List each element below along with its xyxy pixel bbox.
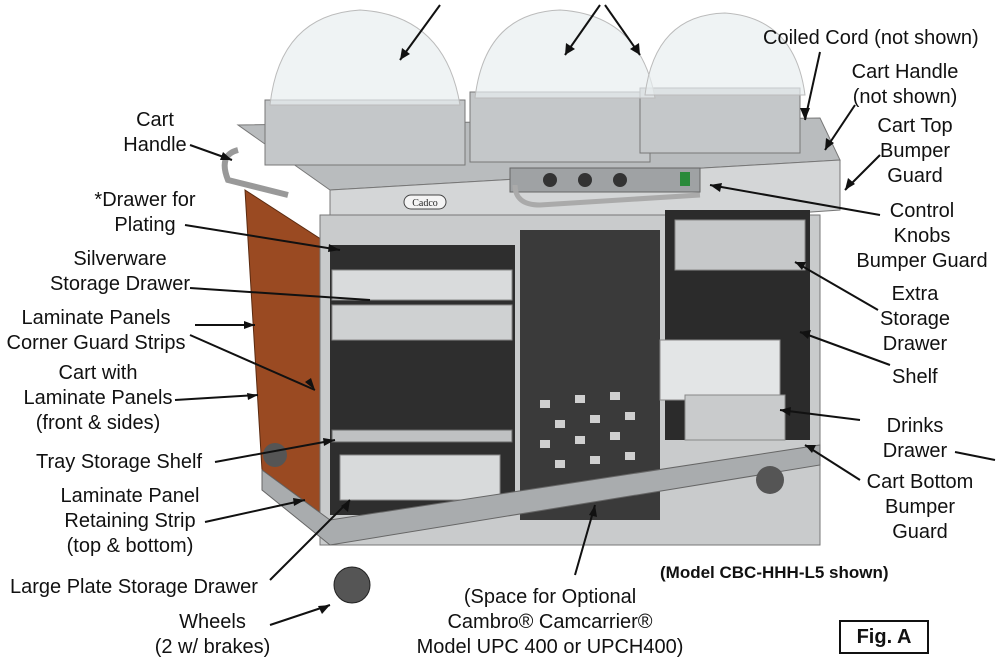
wheel-front-right [756, 466, 784, 494]
label-control-knobs-line1: Control [889, 200, 955, 222]
drinks-bin [659, 339, 781, 401]
label-laminate-panels: Laminate Panels Corner Guard Strips [0, 306, 192, 356]
label-cart-laminate-line3: (front & sides) [35, 412, 161, 434]
silverware-drawer [331, 269, 513, 301]
callout-arrowheads [220, 43, 855, 614]
food-pan-3 [639, 87, 801, 154]
plating-drawer [331, 304, 513, 341]
label-wheels-line2: (2 w/ brakes) [154, 636, 271, 658]
brand-badge [403, 194, 447, 210]
label-drawer-plating: *Drawer for Plating [80, 188, 210, 238]
extra-storage-drawer [674, 219, 806, 271]
label-laminate-panels-line2: Corner Guard Strips [6, 332, 186, 354]
label-cart-laminate-line1: Cart with [58, 362, 138, 384]
label-silverware-line2: Storage Drawer [49, 273, 191, 295]
control-knob-3 [613, 173, 627, 187]
label-cart-top-bumper-line2: Bumper [879, 140, 951, 162]
tray-shelf [331, 429, 513, 443]
label-retaining-strip: Laminate Panel Retaining Strip (top & bo… [55, 484, 205, 559]
label-drinks-drawer-line1: Drinks [886, 415, 944, 437]
label-cart-handle-left-line2: Handle [123, 134, 187, 156]
label-large-plate: Large Plate Storage Drawer [10, 576, 258, 598]
label-drawer-plating-line1: *Drawer for [94, 189, 196, 211]
control-knob-1 [543, 173, 557, 187]
dome-3 [644, 12, 806, 96]
label-extra-storage-line1: Extra [891, 283, 939, 305]
label-optional-space-line1: (Space for Optional [463, 586, 637, 608]
label-cart-bottom-bumper-line1: Cart Bottom [866, 471, 974, 493]
label-control-knobs-line3: Bumper Guard [856, 250, 988, 272]
control-knob-2 [578, 173, 592, 187]
label-cart-handle-right-line2: (not shown) [852, 86, 958, 108]
label-cart-top-bumper: Cart Top Bumper Guard [860, 114, 970, 189]
label-cart-laminate: Cart with Laminate Panels (front & sides… [18, 361, 178, 436]
wheel-rear-left [263, 443, 287, 467]
label-wheels: Wheels (2 w/ brakes) [150, 610, 275, 660]
label-control-knobs: Control Knobs Bumper Guard [852, 199, 992, 274]
label-optional-space: (Space for Optional Cambro® Camcarrier® … [395, 585, 705, 660]
control-panel [509, 167, 701, 193]
front-handle [512, 184, 701, 208]
label-coiled-cord: Coiled Cord (not shown) [763, 27, 979, 49]
label-cart-top-bumper-line1: Cart Top [877, 115, 953, 137]
label-extra-storage-line3: Drawer [882, 333, 948, 355]
label-shelf: Shelf [892, 366, 938, 388]
dome-1 [269, 9, 461, 106]
label-cart-bottom-bumper-line3: Guard [892, 521, 948, 543]
label-drawer-plating-line2: Plating [114, 214, 176, 236]
label-optional-space-line3: Model UPC 400 or UPCH400) [416, 636, 684, 658]
label-wheels-line1: Wheels [179, 611, 246, 633]
label-cart-laminate-line2: Laminate Panels [23, 387, 173, 409]
label-cart-bottom-bumper-line2: Bumper [884, 496, 956, 518]
label-retaining-strip-line2: Retaining Strip [64, 510, 196, 532]
label-drinks-drawer: Drinks Drawer [865, 414, 965, 464]
label-cart-top-bumper-line3: Guard [887, 165, 943, 187]
label-control-knobs-line2: Knobs [893, 225, 951, 247]
label-optional-space-line2: Cambro® Camcarrier® [447, 611, 653, 633]
label-drinks-drawer-line2: Drawer [882, 440, 948, 462]
label-tray-storage: Tray Storage Shelf [36, 451, 203, 473]
model-note: (Model CBC-HHH-L5 shown) [660, 563, 889, 582]
large-plate-drawer [339, 454, 501, 501]
label-cart-handle-right-line1: Cart Handle [851, 61, 959, 83]
middle-open-space [520, 230, 660, 520]
label-retaining-strip-line3: (top & bottom) [66, 535, 194, 557]
label-cart-bottom-bumper: Cart Bottom Bumper Guard [860, 470, 980, 545]
label-silverware-line1: Silverware [73, 248, 167, 270]
label-silverware: Silverware Storage Drawer [40, 247, 200, 297]
laminate-side-panel [244, 189, 331, 521]
label-laminate-panels-line1: Laminate Panels [21, 307, 171, 329]
label-extra-storage: Extra Storage Drawer [865, 282, 965, 357]
food-pan-1 [264, 99, 466, 166]
left-handle [221, 147, 289, 198]
power-switch [680, 172, 690, 186]
drinks-drawer [684, 394, 786, 441]
label-cart-handle-left: Cart Handle [115, 108, 195, 158]
label-extra-storage-line2: Storage [879, 308, 951, 330]
label-cart-handle-right: Cart Handle (not shown) [845, 60, 965, 110]
label-retaining-strip-line1: Laminate Panel [60, 485, 200, 507]
brand-badge-text: Cadco [412, 198, 438, 209]
wheel-front-left [333, 566, 371, 604]
food-pan-2 [469, 91, 651, 163]
label-cart-handle-left-line1: Cart [136, 109, 174, 131]
figure-label: Fig. A [839, 620, 929, 654]
